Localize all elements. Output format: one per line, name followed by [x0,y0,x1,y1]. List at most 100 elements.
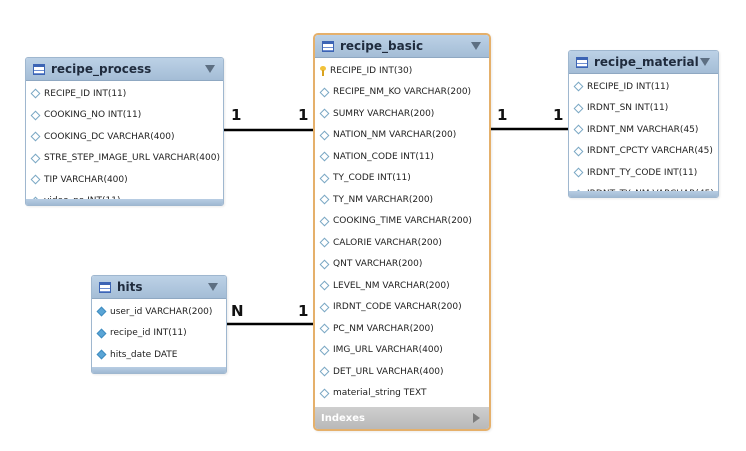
table-recipe-material[interactable]: recipe_material RECIPE_ID INT(11) IRDNT_S… [568,50,719,198]
foreign-key-diamond-icon [96,306,107,317]
table-name: recipe_basic [340,39,424,53]
column-row[interactable]: IRDNT_NM VARCHAR(45) [569,119,718,141]
table-icon [33,63,45,75]
column-label: COOKING_NO INT(11) [44,110,142,121]
column-row[interactable]: IRDNT_CPCTY VARCHAR(45) [569,141,718,163]
cardinality-basic-side-material: 1 [497,106,508,124]
column-diamond-icon [573,81,584,92]
column-label: STRE_STEP_IMAGE_URL VARCHAR(400) [44,153,220,164]
column-diamond-icon [319,87,330,98]
column-list: RECIPE_ID INT(11) COOKING_NO INT(11) COOKI… [26,81,223,205]
collapse-arrow-icon[interactable] [205,65,215,73]
column-diamond-icon [319,388,330,399]
column-diamond-icon [30,110,41,121]
table-name: recipe_process [51,62,152,76]
table-footer [26,199,223,205]
column-label: IRDNT_TY_CODE INT(11) [587,167,698,178]
column-diamond-icon [319,173,330,184]
foreign-key-diamond-icon [96,328,107,339]
column-label: PC_NM VARCHAR(200) [333,323,434,334]
column-row[interactable]: RECIPE_ID INT(30) [315,60,489,82]
indexes-label: Indexes [321,412,365,424]
column-diamond-icon [319,194,330,205]
column-row[interactable]: recipe_id INT(11) [92,323,226,345]
table-header[interactable]: recipe_basic [315,35,489,58]
indexes-section[interactable]: Indexes [315,407,489,429]
column-diamond-icon [573,124,584,135]
column-row[interactable]: IMG_URL VARCHAR(400) [315,340,489,362]
column-row[interactable]: user_id VARCHAR(200) [92,301,226,323]
column-label: hits_date DATE [110,349,178,360]
column-diamond-icon [319,323,330,334]
column-diamond-icon [319,108,330,119]
column-row[interactable]: RECIPE_NM_KO VARCHAR(200) [315,82,489,104]
column-row[interactable]: TY_NM VARCHAR(200) [315,189,489,211]
column-label: LEVEL_NM VARCHAR(200) [333,280,450,291]
collapse-arrow-icon[interactable] [700,58,710,66]
cardinality-material-side: 1 [553,106,564,124]
table-recipe-process[interactable]: recipe_process RECIPE_ID INT(11) COOKING_… [25,57,224,206]
column-label: TY_NM VARCHAR(200) [333,194,434,205]
column-row[interactable]: COOKING_DC VARCHAR(400) [26,126,223,148]
column-diamond-icon [30,153,41,164]
collapse-arrow-icon[interactable] [471,42,481,50]
cardinality-basic-side-process: 1 [298,106,309,124]
table-icon [576,56,588,68]
column-diamond-icon [30,174,41,185]
collapse-arrow-icon[interactable] [208,283,218,291]
table-name: hits [117,280,143,294]
table-hits[interactable]: hits user_id VARCHAR(200)recipe_id INT(1… [91,275,227,374]
column-label: IRDNT_CODE VARCHAR(200) [333,302,462,313]
column-diamond-icon [319,366,330,377]
cardinality-basic-side-hits: 1 [298,302,309,320]
column-row[interactable]: RECIPE_ID INT(11) [569,76,718,98]
column-diamond-icon [319,345,330,356]
column-row[interactable]: TY_CODE INT(11) [315,168,489,190]
table-footer [92,367,226,373]
column-row[interactable]: IRDNT_TY_CODE INT(11) [569,162,718,184]
column-diamond-icon [30,88,41,99]
column-row[interactable]: SUMRY VARCHAR(200) [315,103,489,125]
column-row[interactable]: NATION_NM VARCHAR(200) [315,125,489,147]
table-recipe-basic[interactable]: recipe_basic RECIPE_ID INT(30) RECIPE_NM_… [313,33,491,431]
column-row[interactable]: IRDNT_SN INT(11) [569,98,718,120]
column-label: IRDNT_CPCTY VARCHAR(45) [587,146,713,157]
column-row[interactable]: DET_URL VARCHAR(400) [315,361,489,383]
column-label: COOKING_TIME VARCHAR(200) [333,216,472,227]
column-row[interactable]: material_string TEXT [315,383,489,405]
column-row[interactable]: STRE_STEP_IMAGE_URL VARCHAR(400) [26,148,223,170]
column-diamond-icon [573,103,584,114]
column-diamond-icon [319,237,330,248]
table-header[interactable]: recipe_material [569,51,718,74]
column-label: QNT VARCHAR(200) [333,259,423,270]
column-label: RECIPE_NM_KO VARCHAR(200) [333,87,472,98]
column-diamond-icon [319,302,330,313]
column-label: SUMRY VARCHAR(200) [333,108,435,119]
column-label: NATION_NM VARCHAR(200) [333,130,457,141]
table-icon [99,281,111,293]
column-diamond-icon [319,259,330,270]
column-row[interactable]: NATION_CODE INT(11) [315,146,489,168]
column-label: DET_URL VARCHAR(400) [333,366,444,377]
column-row[interactable]: CALORIE VARCHAR(200) [315,232,489,254]
column-row[interactable]: LEVEL_NM VARCHAR(200) [315,275,489,297]
column-label: IRDNT_NM VARCHAR(45) [587,124,699,135]
column-list: user_id VARCHAR(200)recipe_id INT(11) hit… [92,299,226,366]
table-header[interactable]: recipe_process [26,58,223,81]
column-row[interactable]: QNT VARCHAR(200) [315,254,489,276]
column-row[interactable]: hits_date DATE [92,344,226,366]
table-header[interactable]: hits [92,276,226,299]
column-label: IMG_URL VARCHAR(400) [333,345,443,356]
column-row[interactable]: COOKING_TIME VARCHAR(200) [315,211,489,233]
column-diamond-icon [319,280,330,291]
column-diamond-icon [319,216,330,227]
column-row[interactable]: RECIPE_ID INT(11) [26,83,223,105]
column-row[interactable]: PC_NM VARCHAR(200) [315,318,489,340]
expand-arrow-icon[interactable] [473,413,480,423]
column-row[interactable]: IRDNT_CODE VARCHAR(200) [315,297,489,319]
column-row[interactable]: COOKING_NO INT(11) [26,105,223,127]
column-diamond-icon [319,151,330,162]
column-row[interactable]: TIP VARCHAR(400) [26,169,223,191]
column-label: IRDNT_SN INT(11) [587,103,669,114]
